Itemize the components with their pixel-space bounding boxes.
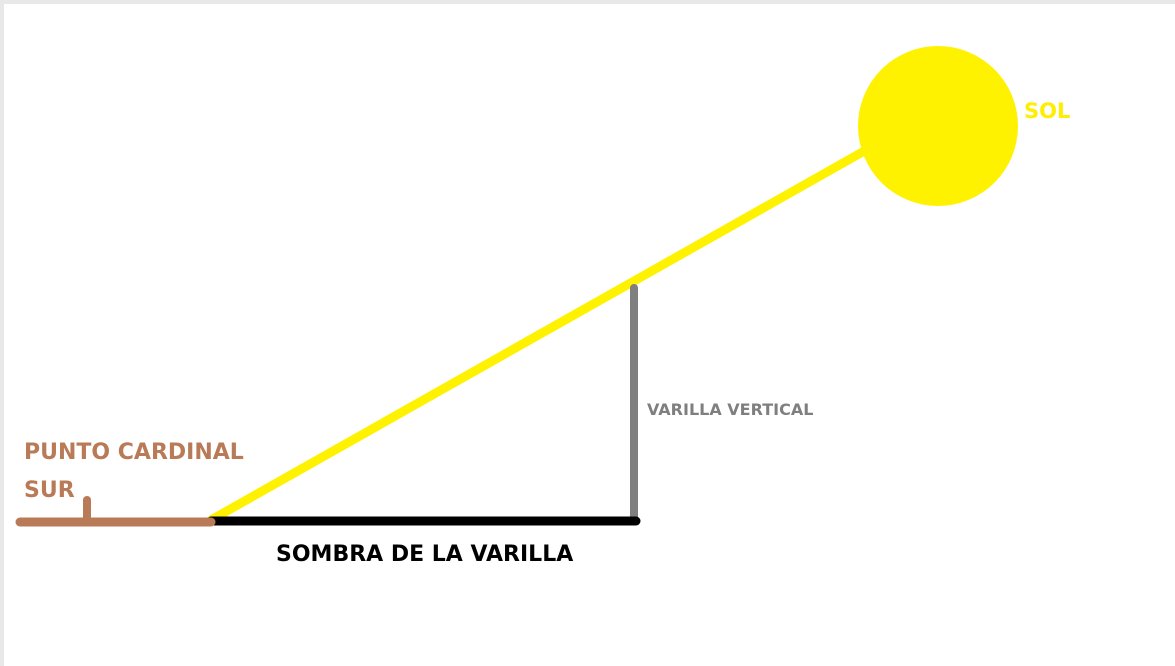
shadow-label: SOMBRA DE LA VARILLA (276, 542, 574, 567)
rod-label: VARILLA VERTICAL (647, 400, 814, 419)
sun-icon (858, 46, 1018, 206)
sun-ray (206, 145, 871, 525)
south-label-line1: PUNTO CARDINAL (24, 440, 244, 465)
south-label: PUNTO CARDINAL SUR (24, 434, 244, 510)
south-label-line2: SUR (24, 478, 75, 503)
sun-label: SOL (1024, 99, 1071, 123)
